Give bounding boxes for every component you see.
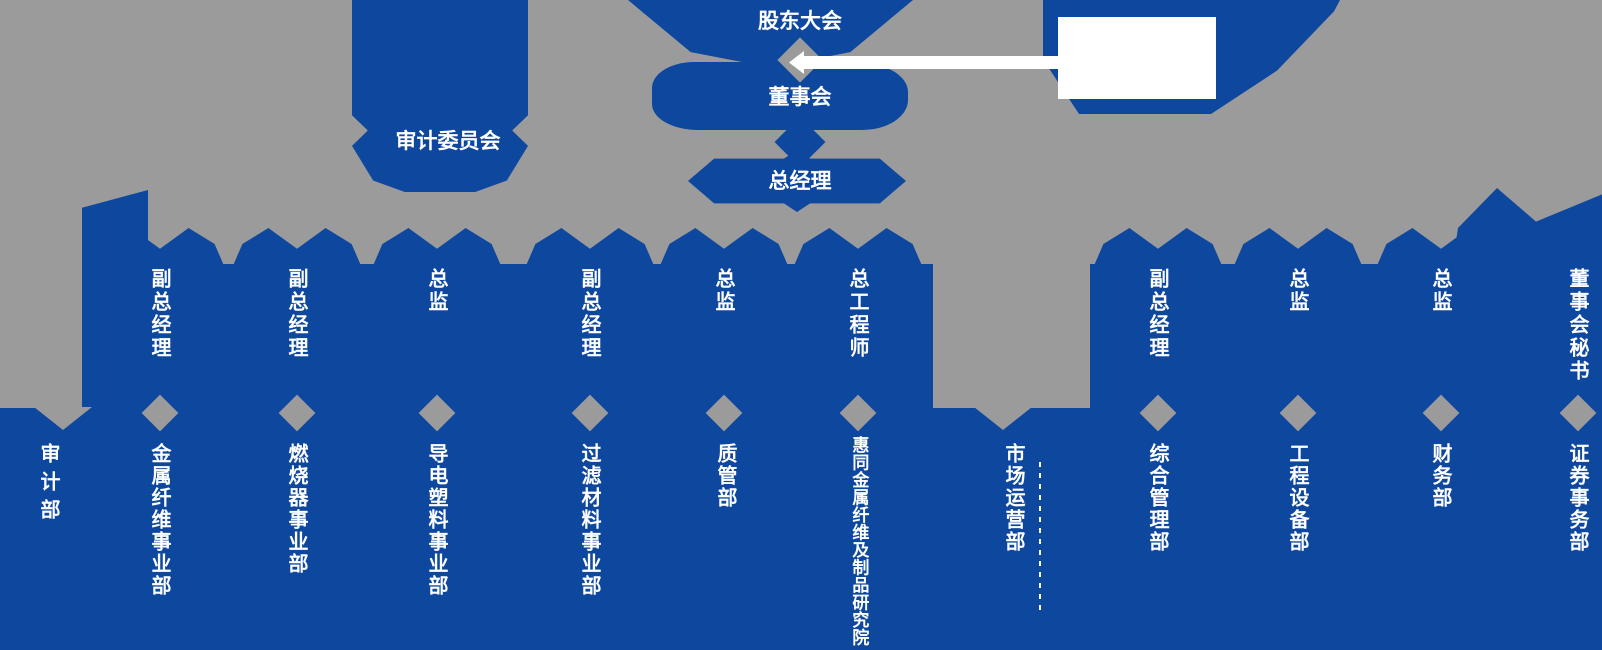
- department-label: 金属纤维事业部: [148, 443, 172, 597]
- role-label: 董事会秘书: [1566, 268, 1590, 383]
- role-label: 总监: [425, 268, 449, 314]
- supervisory-connector-line: [803, 56, 1059, 69]
- board-label: 董事会: [768, 85, 832, 109]
- role-crown-shape: [525, 228, 655, 268]
- role-crown-shape: [1093, 228, 1223, 268]
- general-manager-shape: [688, 150, 906, 212]
- department-label: 市场运营部: [1002, 443, 1026, 553]
- department-label: 质管部: [714, 443, 738, 509]
- role-label: 总监: [1286, 268, 1310, 314]
- role-label: 副总经理: [578, 268, 602, 360]
- role-label: 副总经理: [1146, 268, 1170, 360]
- general-manager-label: 总经理: [768, 169, 832, 193]
- supervisory-box: [1058, 17, 1216, 99]
- role-crown-shape: [372, 228, 502, 268]
- role-crown-shape: [659, 228, 789, 268]
- audit-committee-shape: [352, 0, 528, 192]
- shareholders-label: 股东大会: [758, 9, 842, 33]
- role-crown-shape: [793, 228, 923, 268]
- role-crown-shape: [1233, 228, 1363, 268]
- department-label: 财务部: [1429, 443, 1453, 509]
- department-label: 燃烧器事业部: [285, 443, 309, 575]
- department-label: 综合管理部: [1146, 443, 1170, 553]
- role-label: 总监: [712, 268, 736, 314]
- board-shape: [652, 62, 908, 130]
- department-label: 惠同金属纤维及制品研究院: [848, 436, 869, 646]
- department-label: 证券事务部: [1566, 443, 1590, 553]
- audit-committee-label: 审计委员会: [395, 129, 501, 153]
- role-crown-shape: [232, 228, 362, 268]
- middle-band-right: [1090, 264, 1602, 410]
- role-label: 副总经理: [148, 268, 172, 360]
- role-label: 总工程师: [846, 268, 870, 360]
- middle-band-left: [85, 264, 933, 410]
- dashed-divider-line: [1039, 462, 1041, 616]
- audit-drop-strip: [82, 190, 148, 412]
- department-label: 审计部: [37, 443, 61, 527]
- role-label: 总监: [1429, 268, 1453, 314]
- department-label: 过滤材料事业部: [578, 443, 602, 597]
- role-label: 副总经理: [285, 268, 309, 360]
- department-label: 导电塑料事业部: [425, 443, 449, 597]
- bottom-band: [0, 408, 1602, 650]
- department-label: 工程设备部: [1286, 443, 1310, 553]
